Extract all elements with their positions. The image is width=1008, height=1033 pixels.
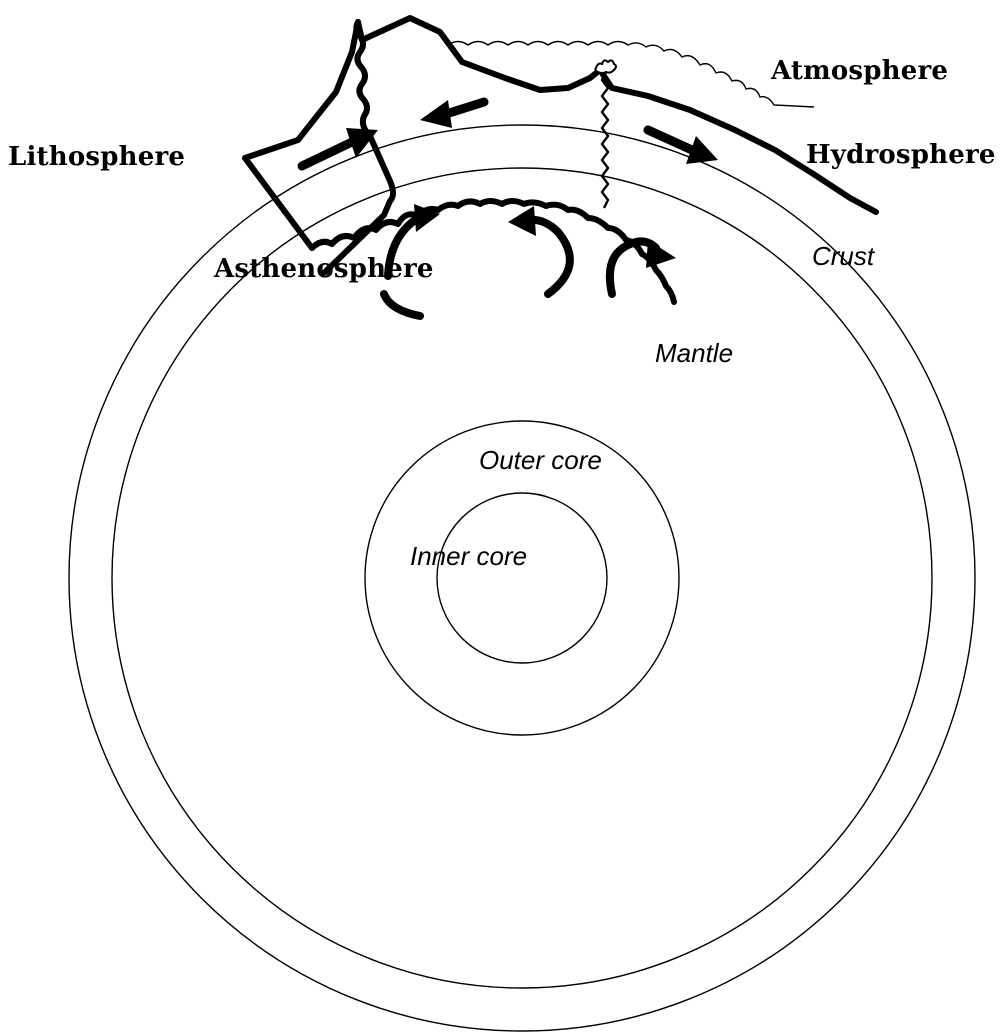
mantle-outer-circle: [112, 168, 932, 988]
volcano-eruption-icon: [595, 60, 616, 73]
atmosphere-label: Atmosphere: [771, 58, 948, 84]
outer-core-label: Outer core: [479, 447, 602, 473]
crust-label: Crust: [812, 243, 874, 269]
hydrosphere-arrow-right: [648, 130, 718, 164]
lithosphere-block: [245, 18, 876, 212]
lithosphere-label: Lithosphere: [8, 144, 185, 170]
lithosphere-arrow-left: [420, 100, 484, 128]
convection-arrow-center: [508, 206, 570, 294]
mantle-label: Mantle: [655, 340, 733, 366]
asthenosphere-label: Asthenosphere: [214, 256, 434, 282]
inner-core-label: Inner core: [410, 543, 527, 569]
volcano-vent: [602, 72, 608, 208]
inner-core-circle: [437, 493, 607, 663]
lithosphere-arrow-right: [302, 128, 378, 166]
lithosphere-left-wall: [245, 158, 312, 248]
hydrosphere-label: Hydrosphere: [806, 142, 996, 168]
